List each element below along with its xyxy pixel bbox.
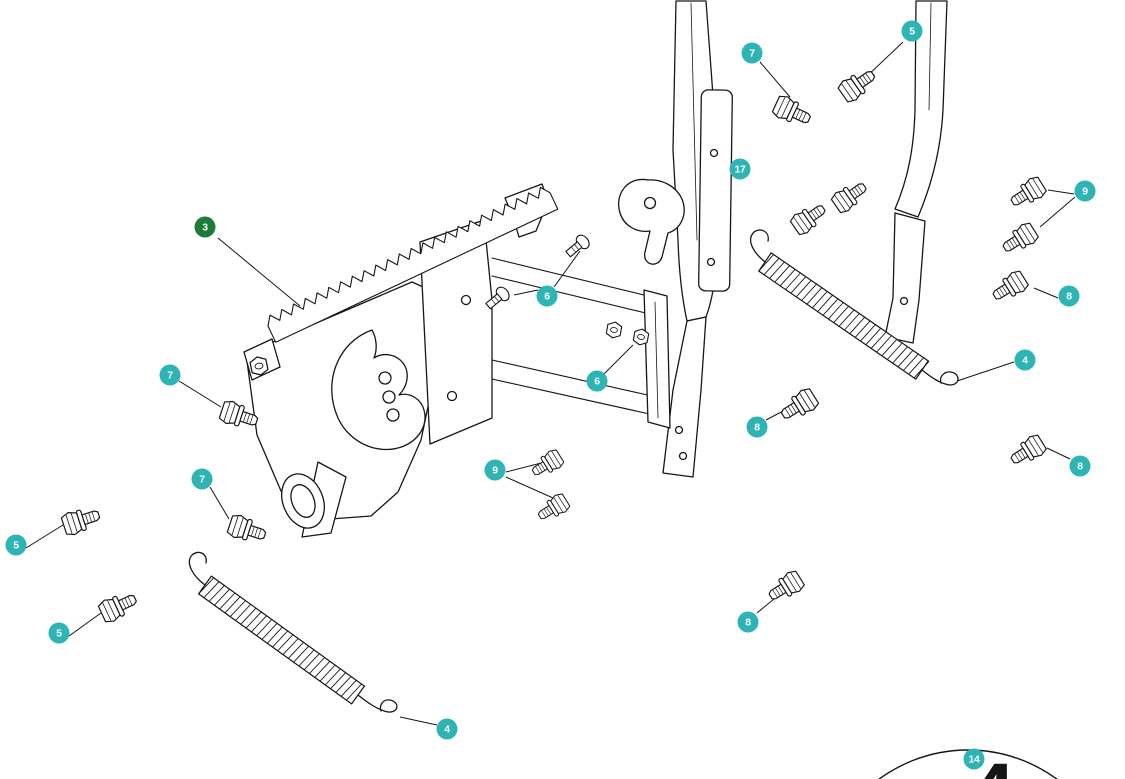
- hex-bolt-part: [770, 92, 815, 131]
- callout-badge-7[interactable]: 7: [741, 42, 763, 64]
- hex-bolt-part: [1006, 432, 1049, 471]
- leader-line: [956, 361, 1015, 382]
- toothed-rack: [267, 186, 559, 343]
- hex-bolt-part: [1006, 174, 1049, 213]
- leader-line: [603, 344, 634, 375]
- hex-bolt-part: [533, 491, 572, 526]
- callout-badge-3[interactable]: 3: [194, 216, 216, 238]
- leader-line: [1046, 447, 1071, 460]
- leader-line: [217, 237, 301, 307]
- leader-line: [68, 612, 102, 637]
- callout-badge-8[interactable]: 8: [737, 611, 759, 633]
- callout-badge-17[interactable]: 17: [729, 158, 751, 180]
- cable-clamp-bracket: [618, 178, 685, 265]
- callout-badge-9[interactable]: 9: [484, 459, 506, 481]
- callout-badge-8[interactable]: 8: [1069, 455, 1091, 477]
- hex-bolt-part: [788, 198, 831, 238]
- channel-bracket: [491, 257, 671, 429]
- callout-badge-5[interactable]: 5: [901, 20, 923, 42]
- hex-bolt-part: [764, 568, 807, 607]
- hex-bolt-part: [998, 220, 1041, 259]
- callout-badge-5[interactable]: 5: [5, 534, 27, 556]
- hex-bolt-part: [59, 503, 103, 538]
- leader-line: [25, 524, 64, 549]
- carriage-bolt-part: [562, 231, 593, 261]
- hex-bolt-part: [829, 176, 872, 216]
- leader-line: [1033, 287, 1059, 299]
- callout-badge-4[interactable]: 4: [1014, 349, 1036, 371]
- leader-line: [209, 486, 230, 520]
- leader-line: [1047, 189, 1075, 195]
- tension-springs: [188, 229, 959, 713]
- callout-badge-8[interactable]: 8: [746, 416, 768, 438]
- hex-bolt-part: [527, 447, 566, 482]
- callout-badge-5[interactable]: 5: [48, 622, 70, 644]
- callout-badge-4[interactable]: 4: [436, 718, 458, 740]
- spring-upper: [750, 229, 959, 386]
- callout-badge-8[interactable]: 8: [1058, 285, 1080, 307]
- leader-line: [513, 289, 539, 296]
- leader-line: [399, 716, 438, 726]
- callout-badge-14[interactable]: 14: [963, 748, 985, 770]
- handle-mount-plate: [698, 89, 733, 292]
- spring-lower: [188, 551, 398, 713]
- hex-bolt-part: [96, 587, 141, 626]
- hex-bolt-part: [225, 512, 269, 547]
- leader-line: [1039, 196, 1076, 228]
- nut-part: [605, 320, 623, 340]
- callout-badge-6[interactable]: 6: [586, 370, 608, 392]
- callout-badge-9[interactable]: 9: [1074, 180, 1096, 202]
- leader-line: [553, 250, 581, 288]
- pivot-boss: [281, 461, 347, 538]
- handle-tube-right: [884, 0, 948, 344]
- callout-badge-7[interactable]: 7: [159, 364, 181, 386]
- leader-line: [759, 61, 791, 98]
- callout-badge-6[interactable]: 6: [536, 285, 558, 307]
- hex-bolt-part: [988, 268, 1031, 307]
- leader-line: [505, 476, 554, 499]
- callout-badge-7[interactable]: 7: [191, 468, 213, 490]
- hex-bolt-part: [776, 385, 821, 426]
- leader-line: [178, 380, 222, 408]
